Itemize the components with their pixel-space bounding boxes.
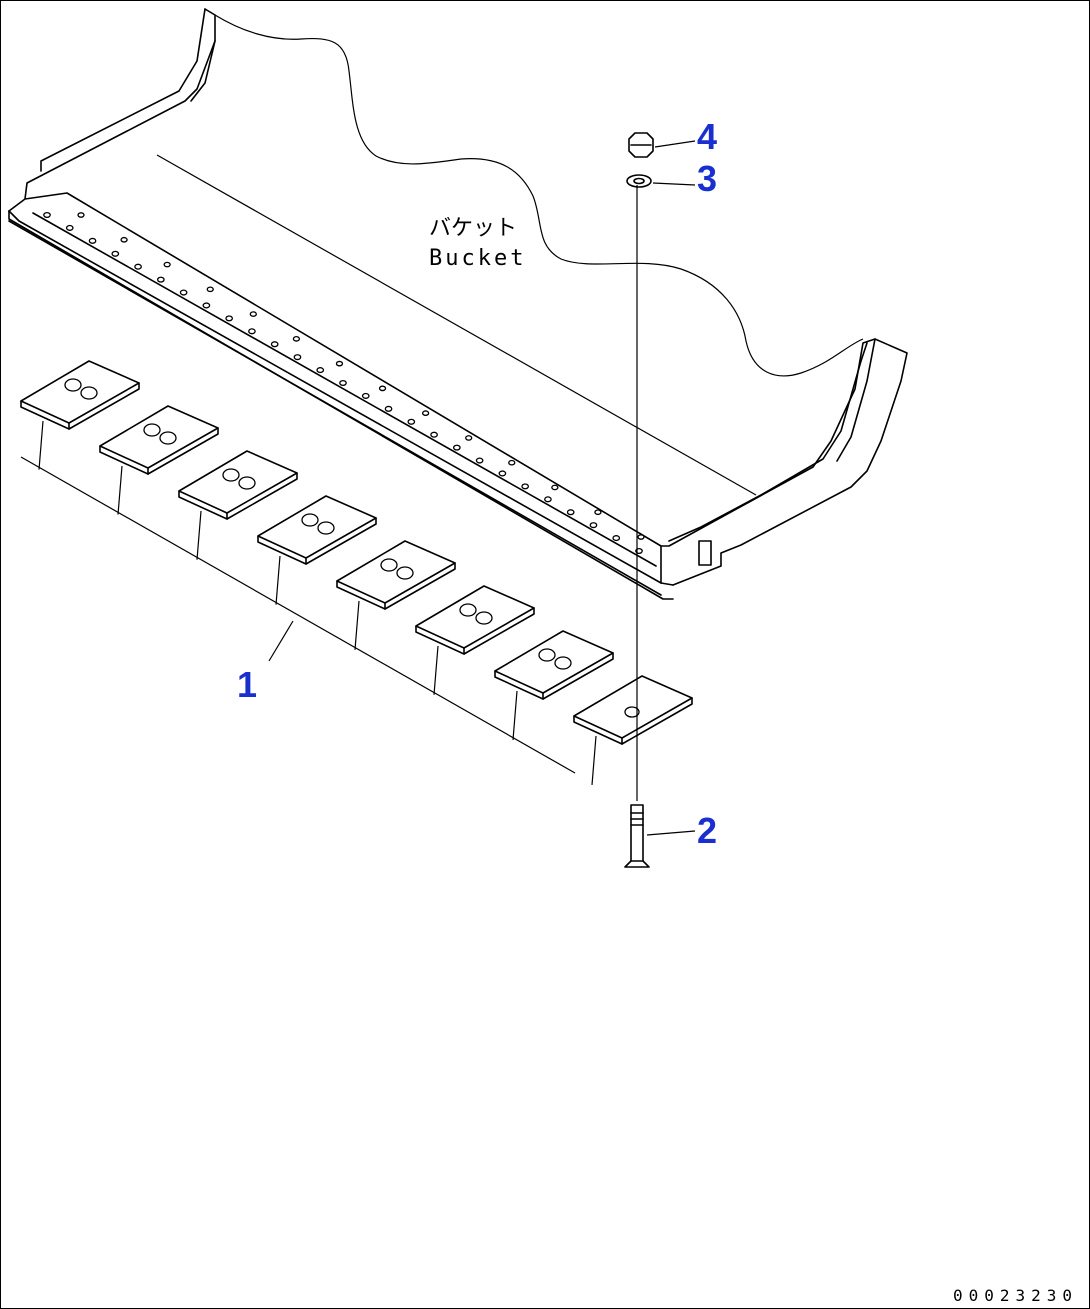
plate-tick: [117, 465, 123, 515]
plate-tick: [354, 600, 360, 650]
leader-3: [652, 182, 696, 186]
wear-plate: [415, 585, 535, 655]
wear-plate: [178, 450, 298, 520]
wear-plate: [99, 405, 219, 475]
bolt-hole: [544, 496, 552, 503]
bolt-hole: [465, 435, 473, 441]
bolt-hole: [77, 212, 85, 218]
nut-icon: [628, 132, 654, 158]
plate-tick: [275, 555, 281, 605]
bolt-hole: [65, 224, 74, 231]
bolt-hole: [248, 328, 256, 335]
bolt-hole: [475, 457, 484, 464]
bolt-hole: [521, 483, 530, 490]
bolt-hole: [566, 509, 575, 516]
bolt-hole: [498, 470, 507, 477]
bucket: [8, 8, 908, 600]
bolt-hole: [43, 211, 51, 219]
callout-2: 2: [697, 810, 717, 851]
bolt-hole: [335, 360, 344, 367]
bolt-hole: [452, 444, 461, 451]
leader-1: [268, 620, 294, 662]
bolt-hole: [589, 522, 598, 529]
callout-3: 3: [697, 158, 717, 199]
bolt-hole: [206, 286, 214, 293]
bolt-hole: [249, 311, 257, 317]
bolt-hole: [202, 302, 211, 309]
group-bracket: [20, 456, 576, 774]
bolt-icon: [624, 804, 650, 868]
plate-tick: [433, 645, 439, 695]
bolt-hole: [134, 263, 142, 270]
bolt-hole: [163, 261, 171, 268]
leader-4: [654, 140, 696, 148]
bolt-hole: [88, 237, 97, 244]
bolt-hole: [179, 289, 188, 296]
wear-plates: [20, 360, 693, 745]
bolt-hole: [637, 534, 645, 540]
wear-plate: [257, 495, 377, 565]
plate-tick: [512, 690, 518, 740]
bolt-hole: [378, 385, 387, 392]
wear-plate: [336, 540, 456, 610]
bolt-hole: [551, 484, 559, 491]
leader-2: [646, 830, 696, 836]
callout-1: 1: [237, 664, 257, 705]
bolt-hole: [292, 335, 301, 342]
wear-plate: [494, 630, 614, 700]
callout-4: 4: [697, 116, 717, 157]
bolt-hole: [111, 250, 120, 257]
bolt-hole: [361, 392, 370, 399]
bucket-label-jp: バケット: [429, 216, 517, 241]
plate-tick: [196, 510, 202, 560]
bolt-hole: [316, 367, 325, 374]
bolt-hole: [421, 410, 430, 417]
drawing-code: 00023230: [953, 1286, 1078, 1305]
bolt-hole: [339, 379, 347, 387]
wear-plate: [20, 360, 140, 430]
bolt-hole: [225, 315, 234, 322]
bolt-hole: [156, 276, 165, 283]
bolt-hole: [270, 341, 279, 348]
bolt-hole: [384, 405, 393, 412]
bolt-hole: [508, 459, 516, 466]
bolt-hole: [430, 431, 438, 438]
bolt-hole: [120, 236, 128, 243]
bolt-hole: [407, 418, 416, 425]
washer-icon: [626, 174, 652, 188]
bucket-label-en: Bucket: [429, 246, 526, 271]
bolt-hole: [293, 354, 302, 361]
plate-tick: [591, 735, 597, 786]
bolt-hole: [594, 509, 602, 516]
bolt-hole: [612, 535, 621, 542]
group-ticks: [38, 420, 597, 786]
plate-tick: [38, 420, 44, 470]
wear-plate: [573, 675, 693, 745]
